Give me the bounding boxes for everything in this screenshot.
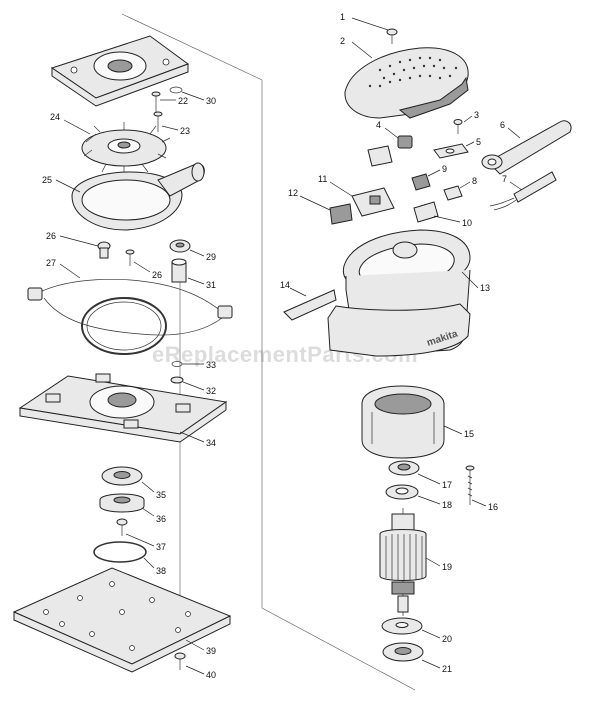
part-26-pin-left: 26 (46, 231, 111, 259)
label-34: 34 (206, 438, 216, 448)
label-40: 40 (206, 670, 216, 680)
label-32: 32 (206, 386, 216, 396)
label-13: 13 (480, 283, 490, 293)
part-22-screw: 22 (151, 91, 188, 112)
part-17-bearing: 17 (388, 460, 452, 490)
label-26b: 26 (152, 270, 162, 280)
label-17: 17 (442, 480, 452, 490)
part-30-o-ring: 30 (169, 86, 216, 106)
part-9-noise-suppressor: 9 (411, 164, 447, 191)
part-19-armature: 19 (379, 508, 452, 616)
part-12-switch-button: 12 (288, 188, 353, 225)
label-33: 33 (206, 360, 216, 370)
part-37-screw: 37 (116, 518, 166, 552)
part-27-lead-wire: 27 (27, 258, 233, 336)
label-9: 9 (442, 164, 447, 174)
label-18: 18 (442, 500, 452, 510)
label-5: 5 (476, 137, 481, 147)
part-33-o-ring: 33 (171, 360, 216, 370)
bearing-box (50, 35, 190, 107)
label-21: 21 (442, 664, 452, 674)
label-37: 37 (156, 542, 166, 552)
part-6-cord-guard: 6 (481, 120, 572, 175)
part-1-screw: 1 (340, 12, 398, 44)
part-25-dust-cover: 25 (42, 162, 205, 231)
label-10: 10 (462, 218, 472, 228)
part-2-top-cover: 2 (340, 36, 469, 119)
part-20-washer: 20 (381, 617, 452, 644)
label-25: 25 (42, 175, 52, 185)
label-29: 29 (206, 252, 216, 262)
label-14: 14 (280, 280, 290, 290)
part-18-baffle-ring: 18 (385, 484, 452, 510)
label-38: 38 (156, 566, 166, 576)
label-16: 16 (488, 502, 498, 512)
label-20: 20 (442, 634, 452, 644)
part-4-switch: 4 (367, 120, 413, 167)
part-8-connector: 8 (443, 176, 477, 201)
part-31-bush: 31 (171, 258, 216, 290)
part-14-baffle: 14 (280, 280, 337, 321)
part-16-screw: 16 (465, 465, 498, 512)
part-15-field: 15 (361, 385, 474, 459)
part-26-screw-right: 26 (125, 249, 162, 280)
label-27: 27 (46, 258, 56, 268)
label-39: 39 (206, 646, 216, 656)
part-21-bearing: 21 (382, 642, 452, 674)
part-23-screw: 23 (153, 111, 190, 136)
part-39-pad: 39 (12, 567, 232, 673)
part-32-flat-washer: 32 (170, 376, 216, 396)
part-34-base: 34 (18, 373, 228, 448)
part-40-screw: 40 (174, 652, 216, 680)
part-5-strain-relief: 5 (433, 137, 481, 159)
part-11-switch-lever: 11 (318, 174, 395, 217)
part-38-ring: 38 (93, 541, 166, 576)
label-23: 23 (180, 126, 190, 136)
part-35-bearing: 35 (101, 466, 166, 500)
part-7-power-cord: 7 (489, 171, 557, 211)
assembly-boundary (121, 13, 416, 691)
label-12: 12 (288, 188, 298, 198)
label-8: 8 (472, 176, 477, 186)
label-35: 35 (156, 490, 166, 500)
label-24: 24 (50, 112, 60, 122)
label-30: 30 (206, 96, 216, 106)
part-29-collar: 29 (169, 239, 216, 262)
label-36: 36 (156, 514, 166, 524)
label-22: 22 (178, 96, 188, 106)
part-24-fan: 24 (50, 112, 171, 174)
label-4: 4 (376, 120, 381, 130)
part-3-screw: 3 (453, 110, 479, 134)
label-31: 31 (206, 280, 216, 290)
label-15: 15 (464, 429, 474, 439)
part-10-terminal: 10 (413, 201, 472, 228)
rubber-ring (81, 297, 167, 355)
label-1: 1 (340, 12, 345, 22)
label-11: 11 (318, 174, 327, 184)
label-3: 3 (474, 110, 479, 120)
label-26a: 26 (46, 231, 56, 241)
part-13-motor-housing: makita 13 (327, 229, 490, 357)
label-7: 7 (502, 174, 507, 184)
label-2: 2 (340, 36, 345, 46)
part-36-balancer: 36 (99, 493, 166, 524)
label-19: 19 (442, 562, 452, 572)
label-6: 6 (500, 120, 505, 130)
